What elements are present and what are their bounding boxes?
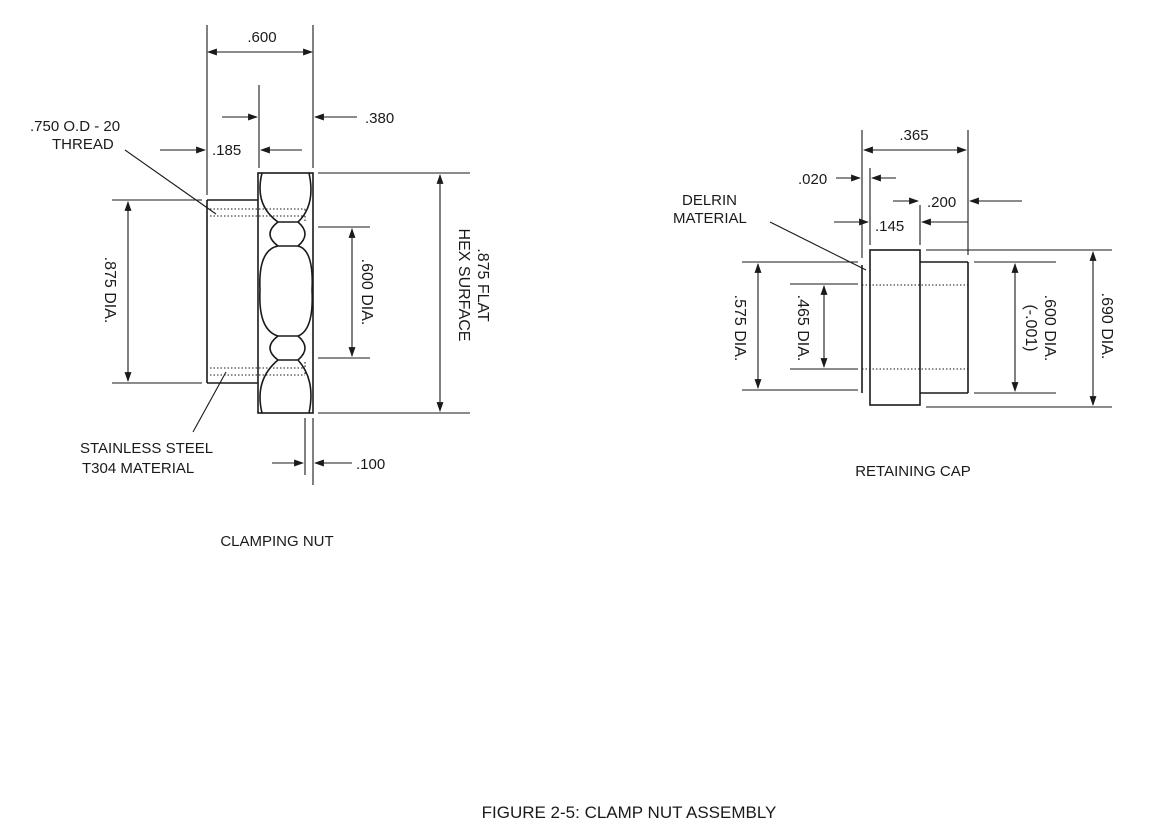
cap-material-note-2: MATERIAL <box>673 210 747 227</box>
clamping-nut-extension-lines <box>112 25 470 485</box>
dim-thread-length: .185 <box>212 142 241 159</box>
dim-flange: .100 <box>356 456 385 473</box>
cap-material-note-1: DELRIN <box>682 192 737 209</box>
figure-caption: FIGURE 2-5: CLAMP NUT ASSEMBLY <box>482 803 777 822</box>
dim-cap-lip-dia: .575 DIA. <box>731 295 748 362</box>
material-note-2: T304 MATERIAL <box>82 460 194 477</box>
dim-cap-head-dia: .690 DIA. <box>1098 293 1115 360</box>
clamping-nut-drawing: .600 .380 .185 .100 .875 DIA. .600 DIA. … <box>30 25 491 550</box>
dim-cap-overall-length: .365 <box>899 127 928 144</box>
retaining-cap-extension-lines <box>742 130 1112 408</box>
dim-cap-head: .145 <box>875 218 904 235</box>
dim-od: .875 DIA. <box>101 257 118 324</box>
dim-cap-body-dia-1: .600 DIA. <box>1041 295 1058 362</box>
dim-cap-body-dia-2: (-.001) <box>1022 304 1039 351</box>
dim-hex-length: .380 <box>365 110 394 127</box>
retaining-cap-body <box>861 249 969 406</box>
dim-cap-inner-dia: .465 DIA. <box>794 295 811 362</box>
dim-overall-length: .600 <box>247 29 276 46</box>
retaining-cap-drawing: .365 .020 .200 .145 .575 DIA. .465 DIA. … <box>673 127 1115 480</box>
dim-bore: .600 DIA. <box>358 259 375 326</box>
clamping-nut-caption: CLAMPING NUT <box>220 533 333 550</box>
retaining-cap-dimension-lines <box>754 146 1097 406</box>
thread-note-2: THREAD <box>52 136 114 153</box>
clamping-nut-dimension-lines <box>124 48 444 467</box>
dim-hex-flat-2: HEX SURFACE <box>455 229 472 342</box>
dim-cap-lip: .020 <box>798 171 827 188</box>
retaining-cap-caption: RETAINING CAP <box>855 463 971 480</box>
dim-cap-body: .200 <box>927 194 956 211</box>
dim-hex-flat-1: .875 FLAT <box>474 248 491 322</box>
clamping-nut-body <box>206 172 314 414</box>
material-note-1: STAINLESS STEEL <box>80 440 213 457</box>
thread-note-1: .750 O.D - 20 <box>30 118 120 135</box>
